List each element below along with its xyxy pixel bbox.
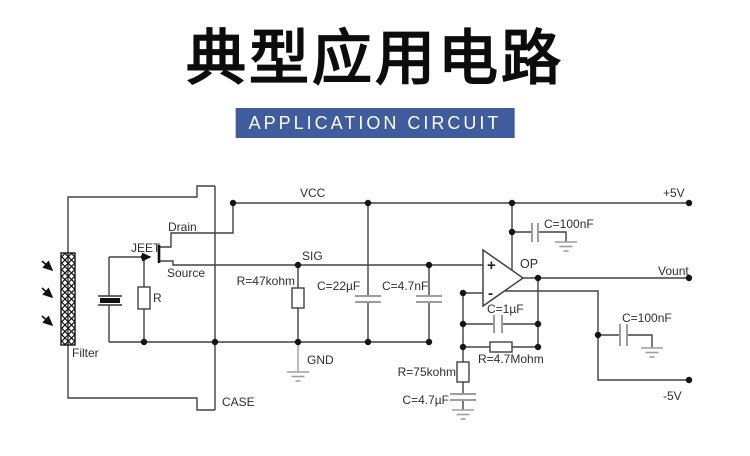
subtitle-banner: APPLICATION CIRCUIT <box>235 108 515 138</box>
junction-dots <box>140 199 693 384</box>
r4m7-label: R=4.7Mohm <box>478 352 544 366</box>
cap-100n-bottom <box>619 324 628 346</box>
ir-arrows <box>41 260 54 327</box>
jfet-label: JEET <box>131 241 161 255</box>
resistor-4m7 <box>489 341 513 353</box>
resistor-47k <box>291 287 305 309</box>
source-label: Source <box>167 266 205 280</box>
capacitors <box>355 223 628 401</box>
pyro-element <box>98 295 122 306</box>
c4u7-label: C=4.7µF <box>402 393 449 407</box>
opamp-plus-input: + <box>487 257 496 274</box>
r75k-label: R=75kohm <box>398 365 456 379</box>
plus5v-label: +5V <box>663 186 685 200</box>
internal-r-label: R <box>153 291 162 305</box>
gnd-symbol-bottom-decouple <box>640 347 664 358</box>
c1u-label: C=1µF <box>487 302 524 316</box>
gnd-symbol-top-decouple <box>554 241 578 252</box>
filter-window <box>60 252 76 346</box>
vout-label: Vount <box>658 264 689 278</box>
gnd-label: GND <box>307 353 334 367</box>
cap-4n7 <box>416 295 442 303</box>
c22u-label: C=22µF <box>317 279 360 293</box>
resistor-internal-r <box>137 286 151 310</box>
cap-22uF <box>355 295 381 303</box>
wires <box>108 202 689 410</box>
resistors <box>137 286 513 383</box>
opamp-label: OP <box>520 257 538 271</box>
case-label: CASE <box>222 395 255 409</box>
cap-1uF <box>493 315 503 333</box>
gnd-symbol-gain <box>451 409 475 420</box>
c100n-bottom-label: C=100nF <box>622 311 672 325</box>
filter-label: Filter <box>72 346 99 360</box>
resistor-75k <box>456 361 470 383</box>
vcc-label: VCC <box>300 186 326 200</box>
sig-label: SIG <box>302 249 323 263</box>
cap-100n-top <box>531 223 539 242</box>
r47k-label: R=47kohm <box>237 274 295 288</box>
page-title: 典型应用电路 <box>186 24 564 94</box>
drain-label: Drain <box>168 220 197 234</box>
minus5v-label: -5V <box>663 389 682 403</box>
c4n7-label: C=4.7nF <box>382 279 428 293</box>
opamp-minus-input: - <box>488 285 493 302</box>
c100n-top-label: C=100nF <box>544 217 594 231</box>
gnd-symbol-main <box>286 371 310 382</box>
opamp-symbol: + - <box>482 248 525 308</box>
cap-4u7 <box>450 393 476 401</box>
